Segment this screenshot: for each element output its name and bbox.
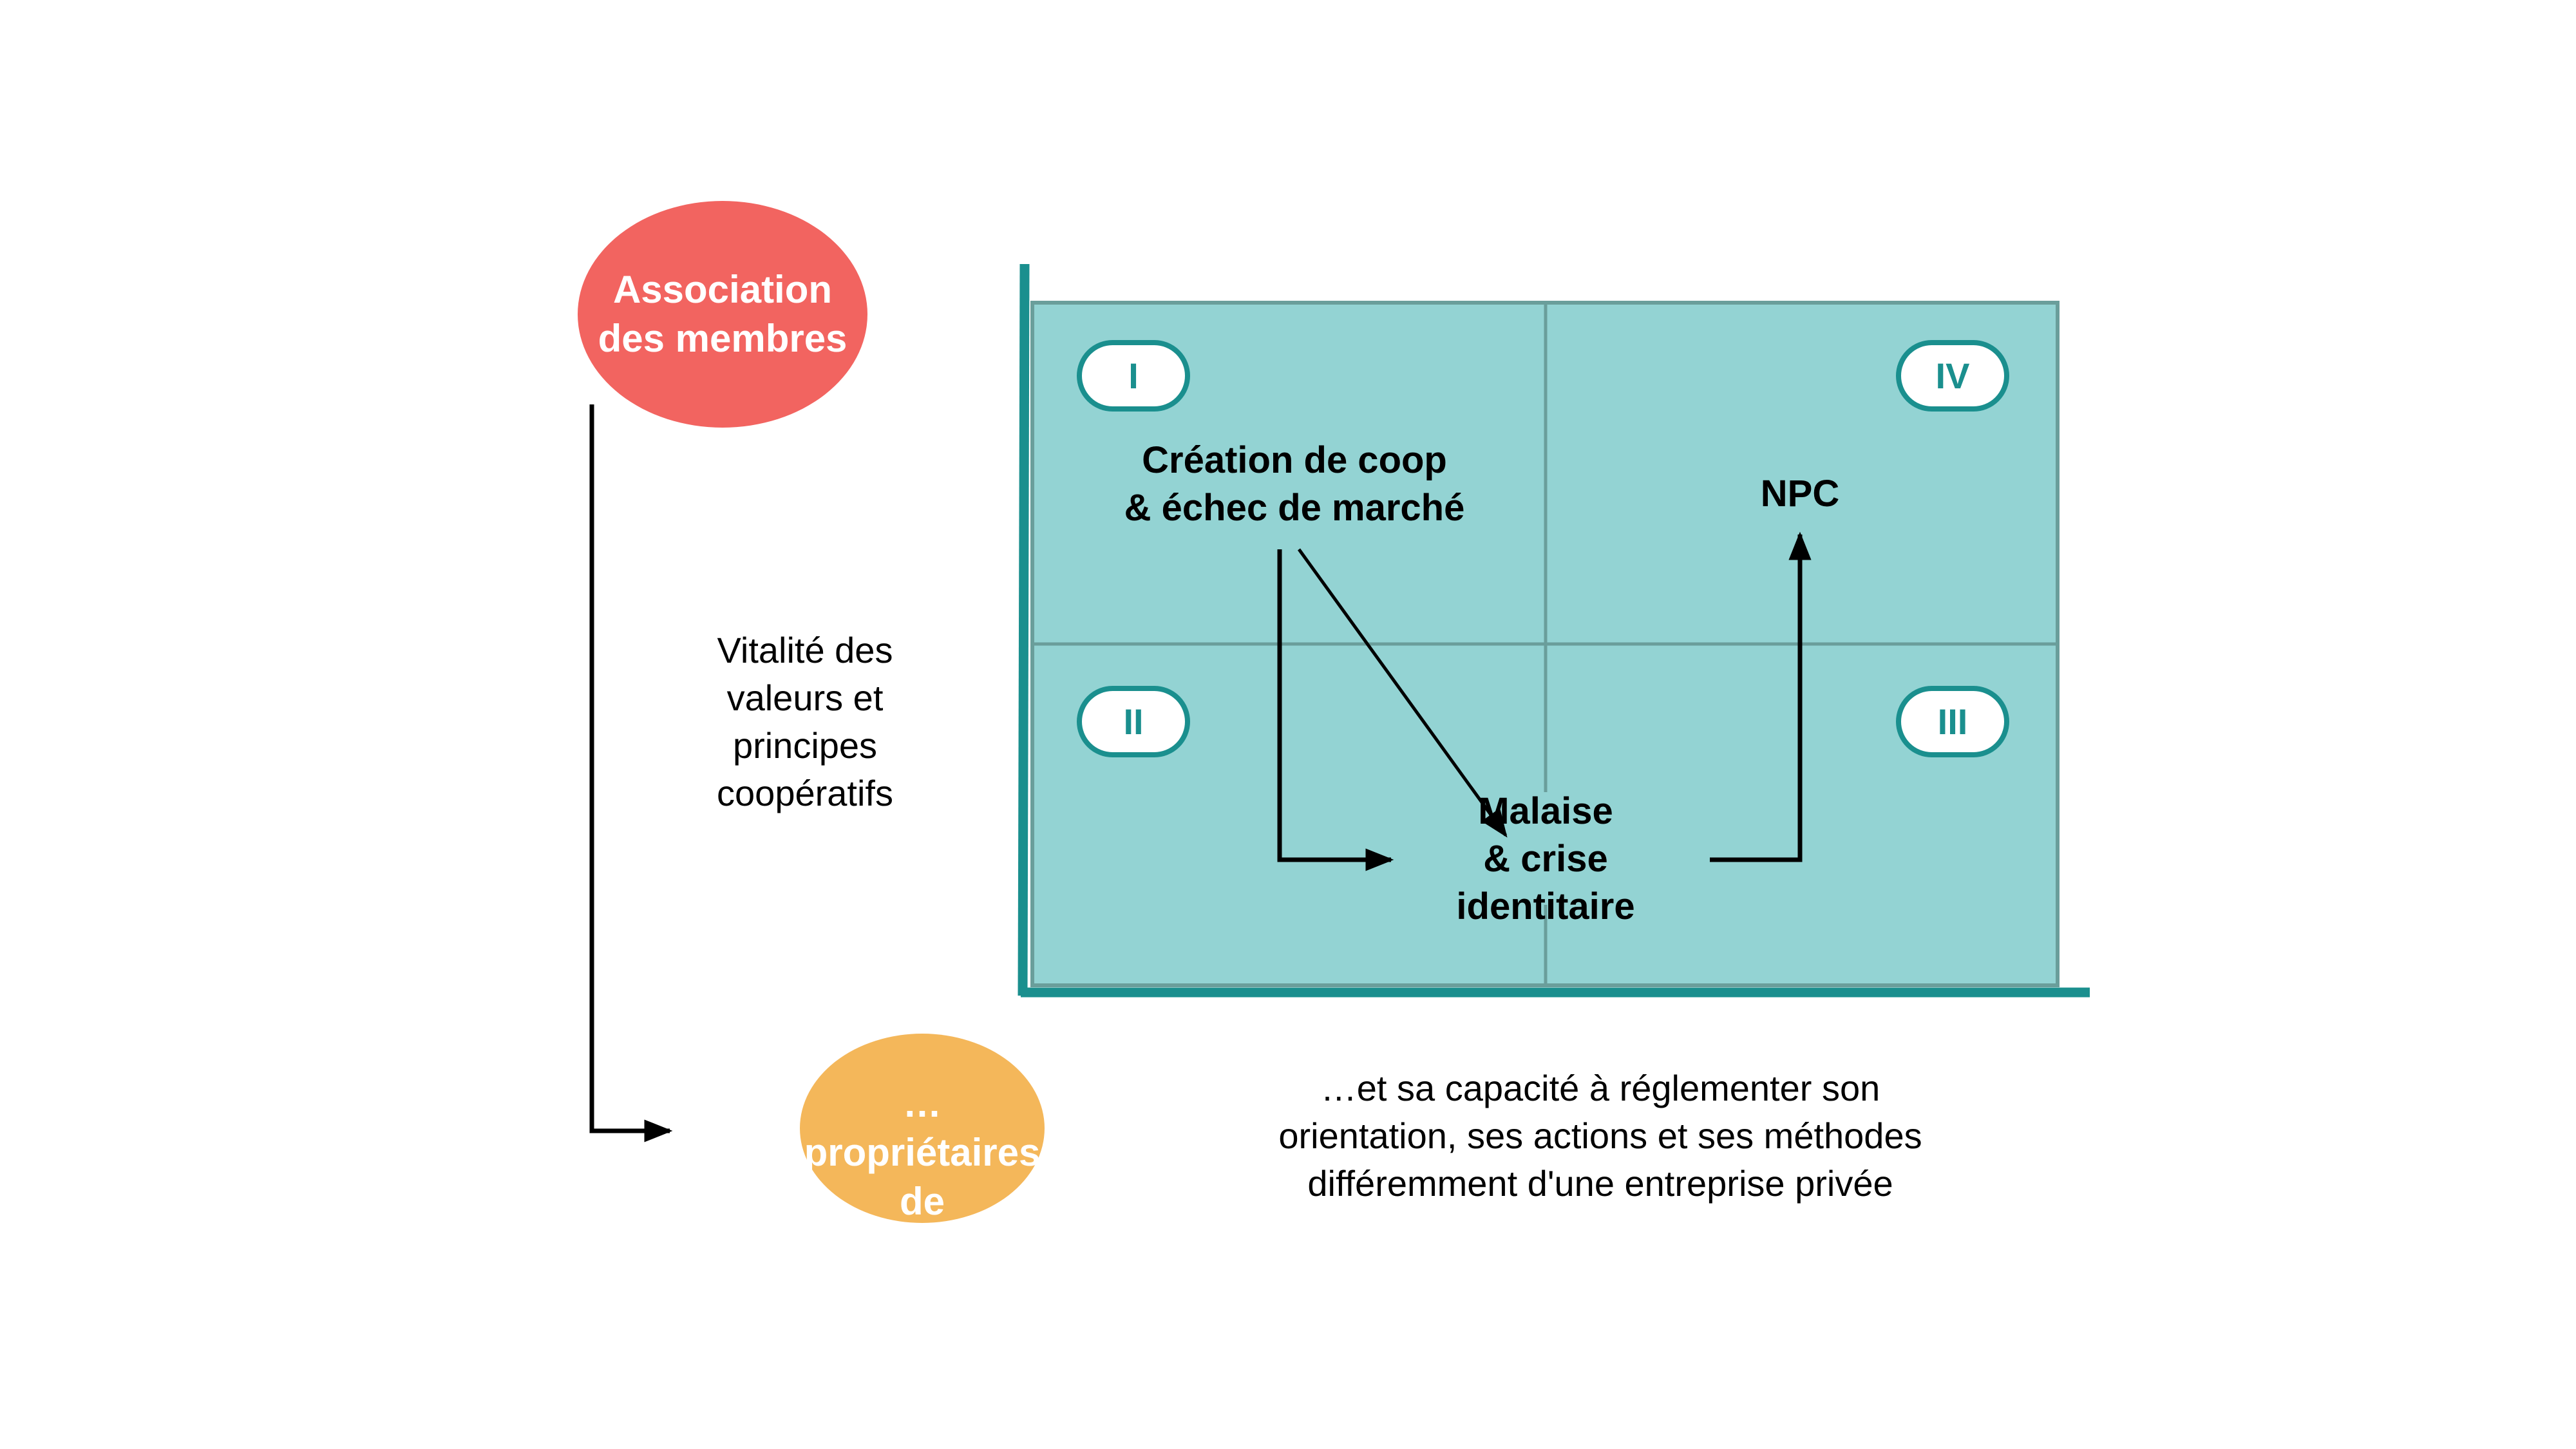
- malaise-to-npc-arrow: [1710, 531, 1812, 862]
- malaise-label: Malaise & crise identitaire: [1456, 790, 1635, 927]
- vitality-text: Vitalité des valeurs et principes coopér…: [717, 630, 893, 813]
- quadrant-badge-ii: II: [1077, 686, 1190, 757]
- quadrant-badge-i: I: [1077, 340, 1190, 412]
- creation-label: Création de coop & échec de marché: [1124, 439, 1465, 529]
- quadrant-badge-iv: IV: [1896, 340, 2009, 412]
- creation-to-malaise-diagonal-arrow: [1297, 548, 1508, 838]
- association-node: [578, 201, 867, 428]
- npc-label: NPC: [1760, 473, 1840, 515]
- association-to-owners-arrow: [589, 404, 673, 1142]
- owners-node: [800, 1034, 1045, 1223]
- y-axis: [1018, 263, 1030, 996]
- quadrant-badge-i-label: I: [1128, 355, 1139, 396]
- quadrant-badge-iii: III: [1896, 686, 2009, 757]
- creation-to-malaise-elbow-arrow: [1277, 549, 1394, 871]
- quadrant-badge-iii-label: III: [1937, 701, 1968, 742]
- association-label: Association des membres: [598, 268, 848, 360]
- quadrant-badge-ii-label: II: [1123, 701, 1144, 742]
- capacity-text: …et sa capacité à réglementer son orient…: [1278, 1068, 1922, 1204]
- quadrant-badge-iv-label: IV: [1935, 355, 1970, 396]
- owners-label: …propriétaires de l’enterprise: [804, 1082, 1041, 1272]
